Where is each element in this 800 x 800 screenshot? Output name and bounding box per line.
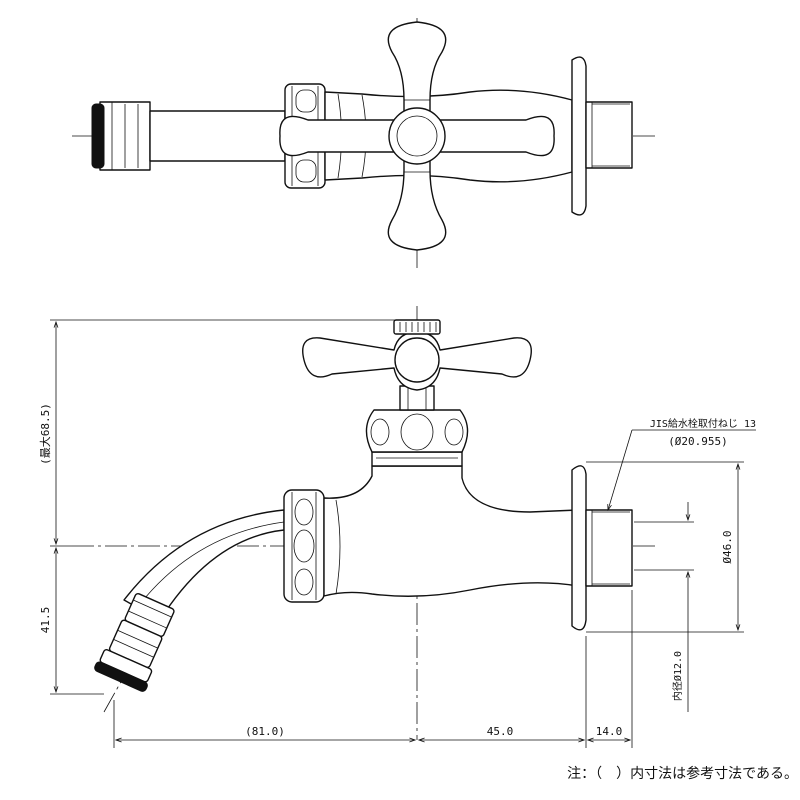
front-flange xyxy=(571,465,587,631)
front-bonnet xyxy=(365,385,469,467)
top-cross-handle xyxy=(279,21,555,251)
front-thread-connector xyxy=(585,509,633,587)
label-flange-dia: Ø46.0 xyxy=(721,530,734,563)
front-body xyxy=(323,465,579,597)
label-spout-drop: 41.5 xyxy=(39,607,52,634)
handle-cap-knurl xyxy=(393,319,441,335)
spout-rubber-seal xyxy=(94,661,148,692)
label-bore-dia: 内径Ø12.0 xyxy=(671,651,684,701)
dimension-labels: (最大68.5) 41.5 (81.0) 45.0 14.0 Ø46.0 内径Ø… xyxy=(38,403,756,738)
top-rubber-seal xyxy=(91,103,105,169)
reference-note: 注：（ ）内寸法は参考寸法である。 xyxy=(567,766,798,782)
front-union-nut xyxy=(283,489,325,603)
top-thread-connector xyxy=(585,101,633,169)
label-max-height: (最大68.5) xyxy=(38,403,52,465)
top-pipe xyxy=(149,110,286,162)
label-spout-reach: (81.0) xyxy=(245,725,285,738)
label-thread-dia: (Ø20.955) xyxy=(668,435,728,448)
callout-leader xyxy=(608,429,633,510)
spout-hose-coupling xyxy=(94,592,175,692)
top-view xyxy=(72,18,655,268)
top-hose-coupling xyxy=(91,101,151,171)
dimension-lines xyxy=(50,319,756,748)
label-body-length: 45.0 xyxy=(487,725,514,738)
label-thread-spec: JIS給水栓取付ねじ 13 xyxy=(650,417,756,430)
front-view xyxy=(72,306,655,740)
front-cross-handle xyxy=(302,319,532,391)
label-thread-length: 14.0 xyxy=(596,725,623,738)
top-flange xyxy=(571,56,587,216)
